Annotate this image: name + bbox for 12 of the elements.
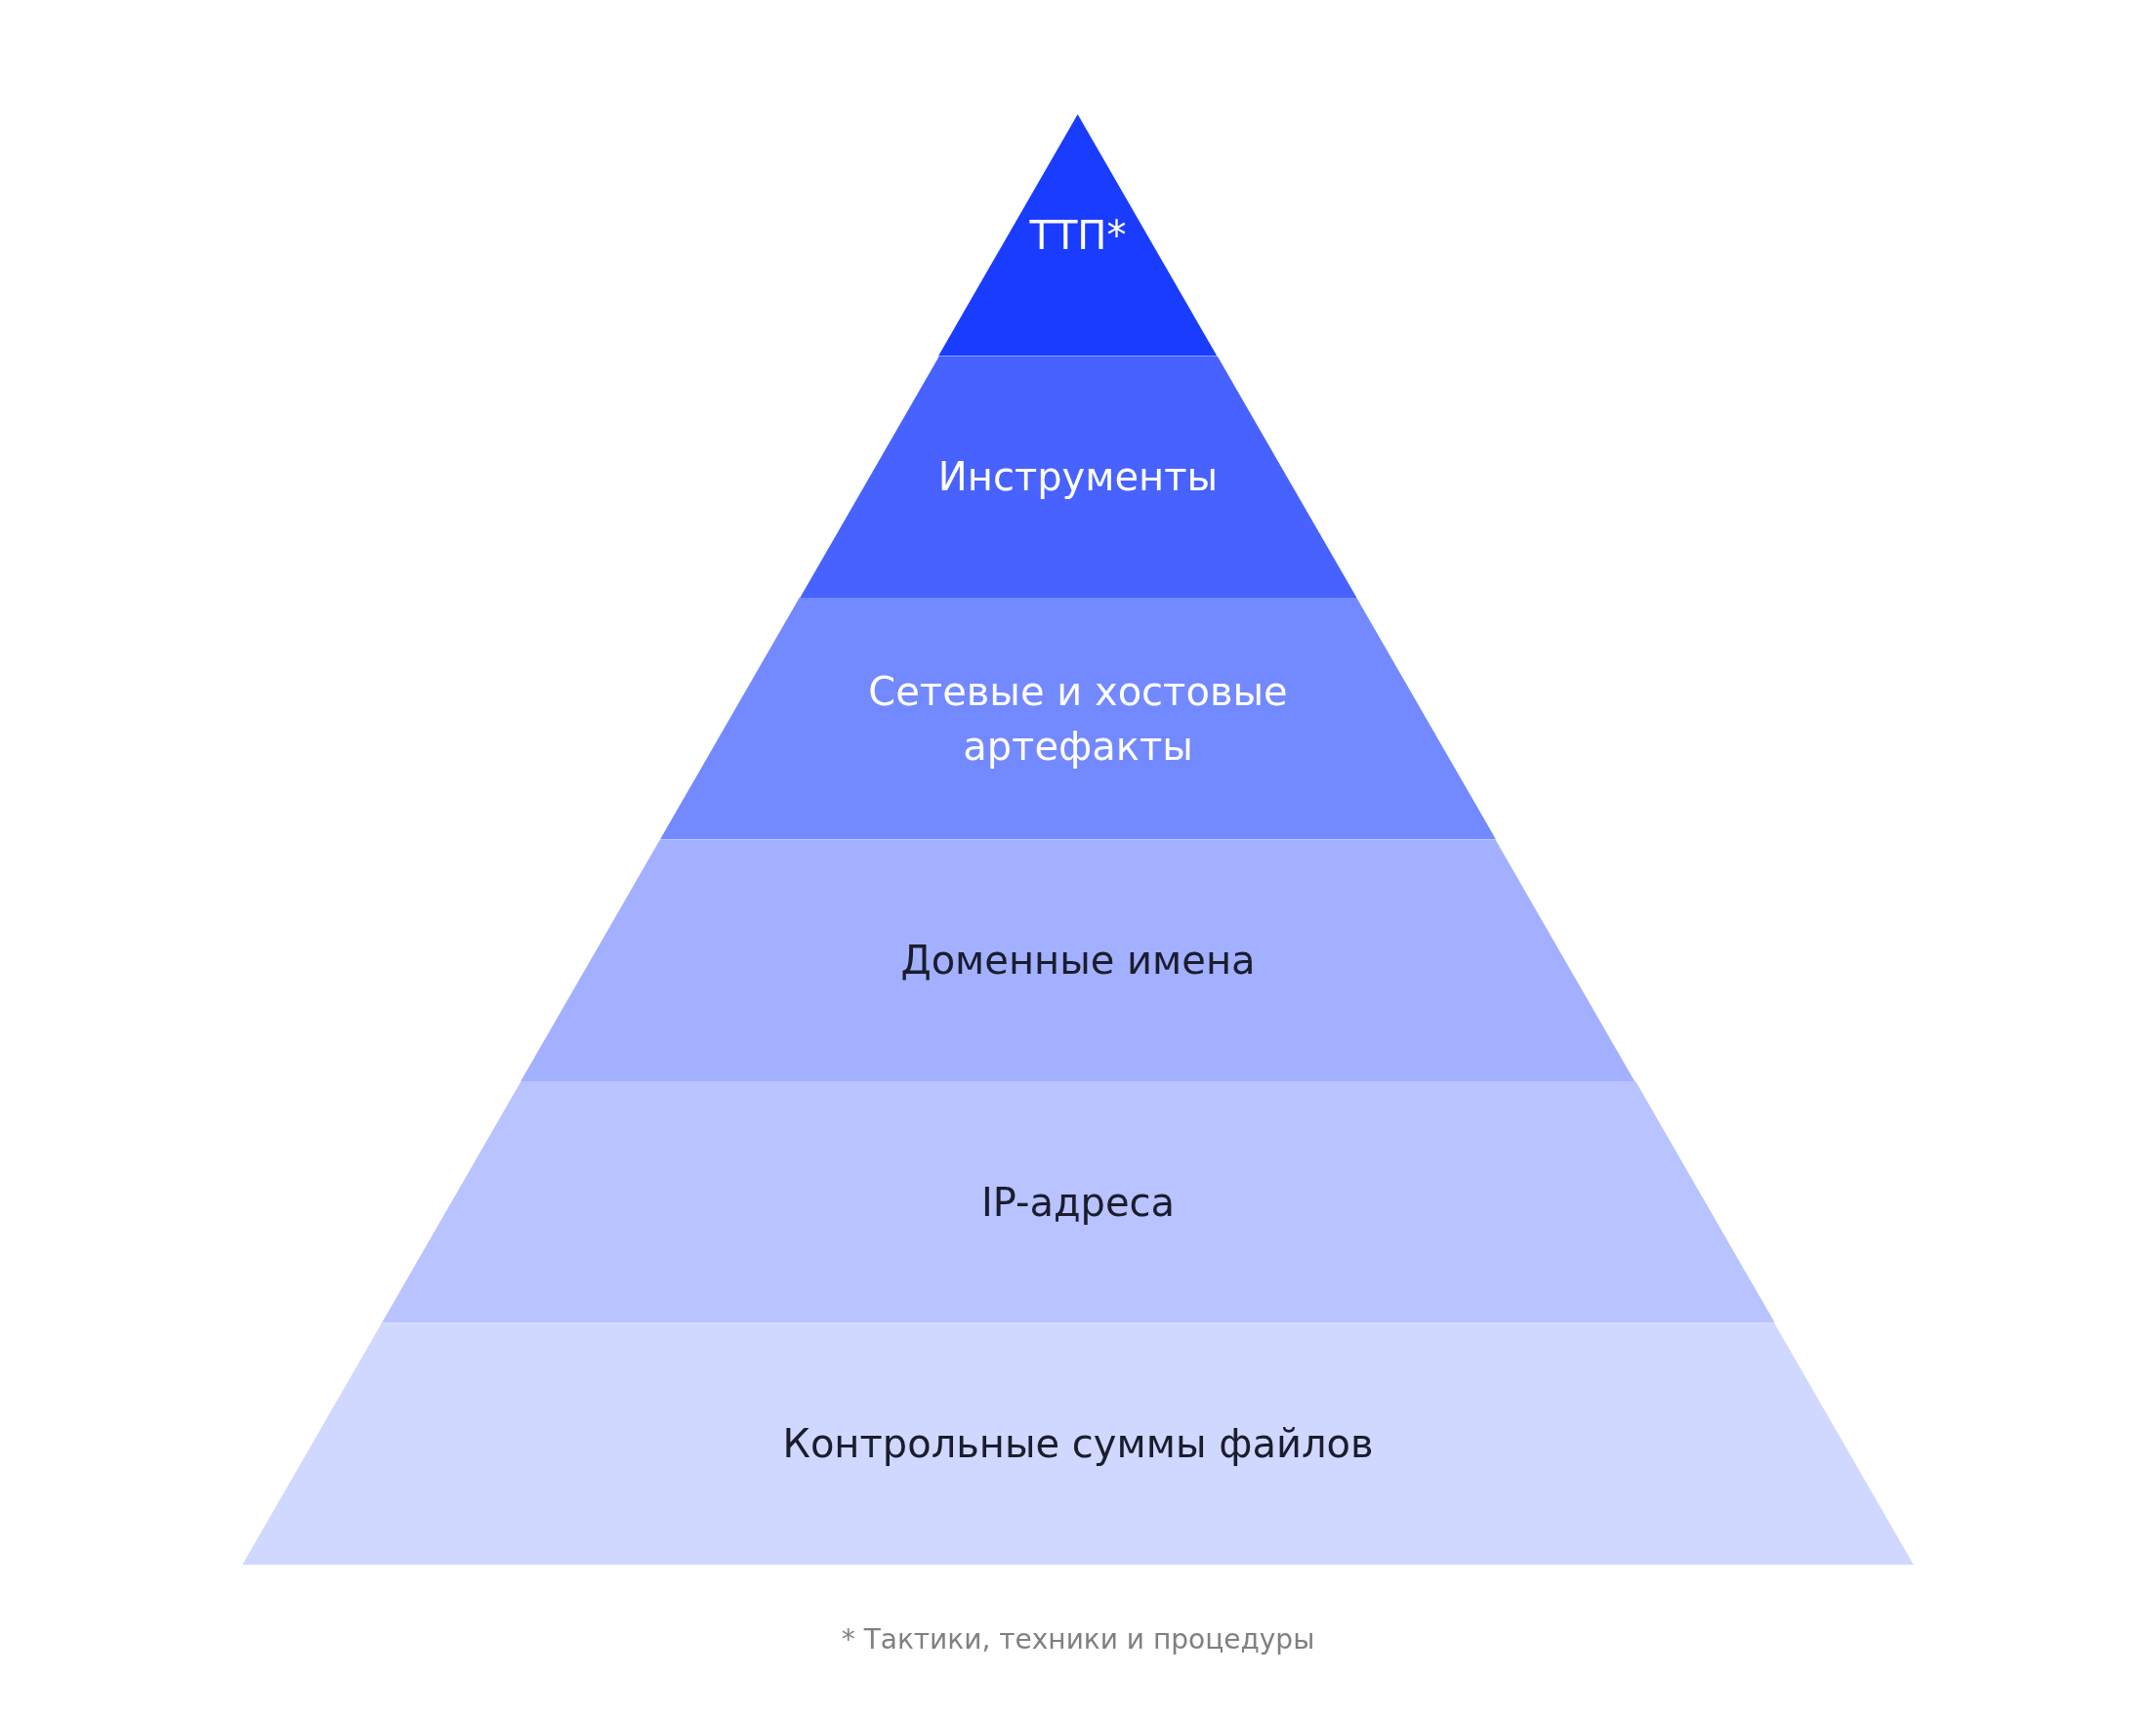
level-label: ТТП* xyxy=(1028,211,1128,260)
level-label: Сетевые и хостовые артефакты xyxy=(867,667,1289,771)
pyramid-level xyxy=(660,598,1496,840)
pyramid-level xyxy=(242,1322,1914,1565)
level-label: IP-адреса xyxy=(979,1178,1177,1227)
pyramid-level xyxy=(381,1081,1775,1323)
level-label: Инструменты xyxy=(936,453,1220,502)
footnote: * Тактики, техники и процедуры xyxy=(841,1623,1315,1656)
pyramid-level xyxy=(799,356,1357,598)
level-label: Контрольные суммы файлов xyxy=(781,1420,1375,1469)
level-label: Доменные имена xyxy=(899,937,1257,985)
pyramid-level xyxy=(520,839,1636,1081)
